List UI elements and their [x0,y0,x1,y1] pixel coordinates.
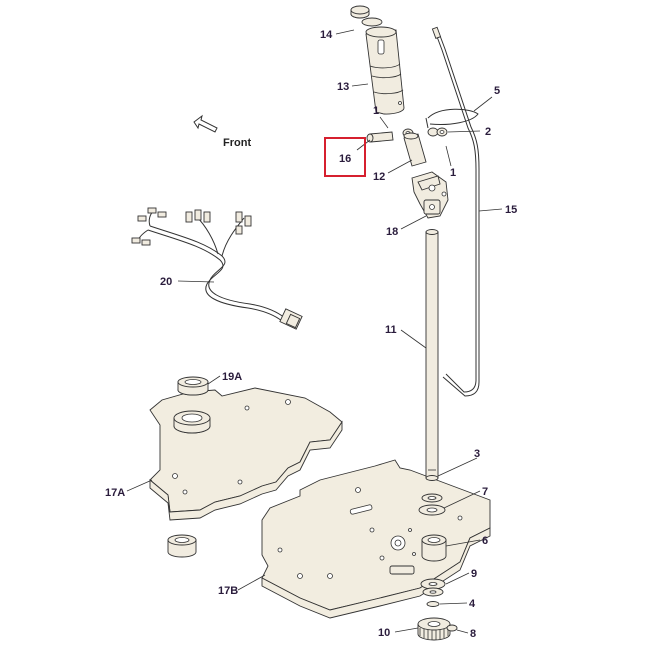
plate-17b [261,459,491,619]
callout-18: 18 [386,226,398,238]
callout-7: 7 [482,486,488,498]
universal-joint-18 [411,171,449,219]
washer-4 [426,601,440,607]
gear-10 [417,617,458,641]
shaft-11 [425,229,439,481]
callout-19a: 19A [222,371,242,383]
callout-2: 2 [485,126,491,138]
callout-16: 16 [339,153,351,165]
callout-14: 14 [320,29,333,41]
callout-17a: 17A [105,487,125,499]
pin-16 [366,131,394,143]
bushing-6 [421,534,447,562]
callout-12: 12 [373,171,385,183]
highlight-box [324,137,366,177]
callout-11: 11 [385,324,397,336]
tube-13 [365,26,405,115]
callout-13: 13 [337,81,349,93]
callout-1-right: 1 [450,167,456,179]
callout-8: 8 [470,628,476,640]
callout-17b: 17B [218,585,238,597]
washer-7 [418,493,446,516]
callout-6: 6 [482,535,488,547]
bushing-19a-plate [173,410,211,434]
rod-15 [431,26,480,397]
bushing-12 [403,132,427,167]
callout-9: 9 [471,568,477,580]
bushing-lower [167,534,197,558]
wire-harness-20 [131,207,303,330]
leader-lines [126,29,503,634]
callout-3: 3 [474,448,480,460]
cap-14 [350,5,383,27]
callout-15: 15 [505,204,517,216]
front-arrow-icon [193,114,218,133]
callout-1-left: 1 [373,105,379,117]
callout-5: 5 [494,85,500,97]
callout-4: 4 [469,598,476,610]
bushing-19a-top [177,376,209,396]
washer-9 [420,578,446,597]
callout-20: 20 [160,276,172,288]
clip-5 [425,108,479,129]
nut-2 [427,127,448,137]
callout-10: 10 [378,627,390,639]
front-label: Front [223,137,251,149]
